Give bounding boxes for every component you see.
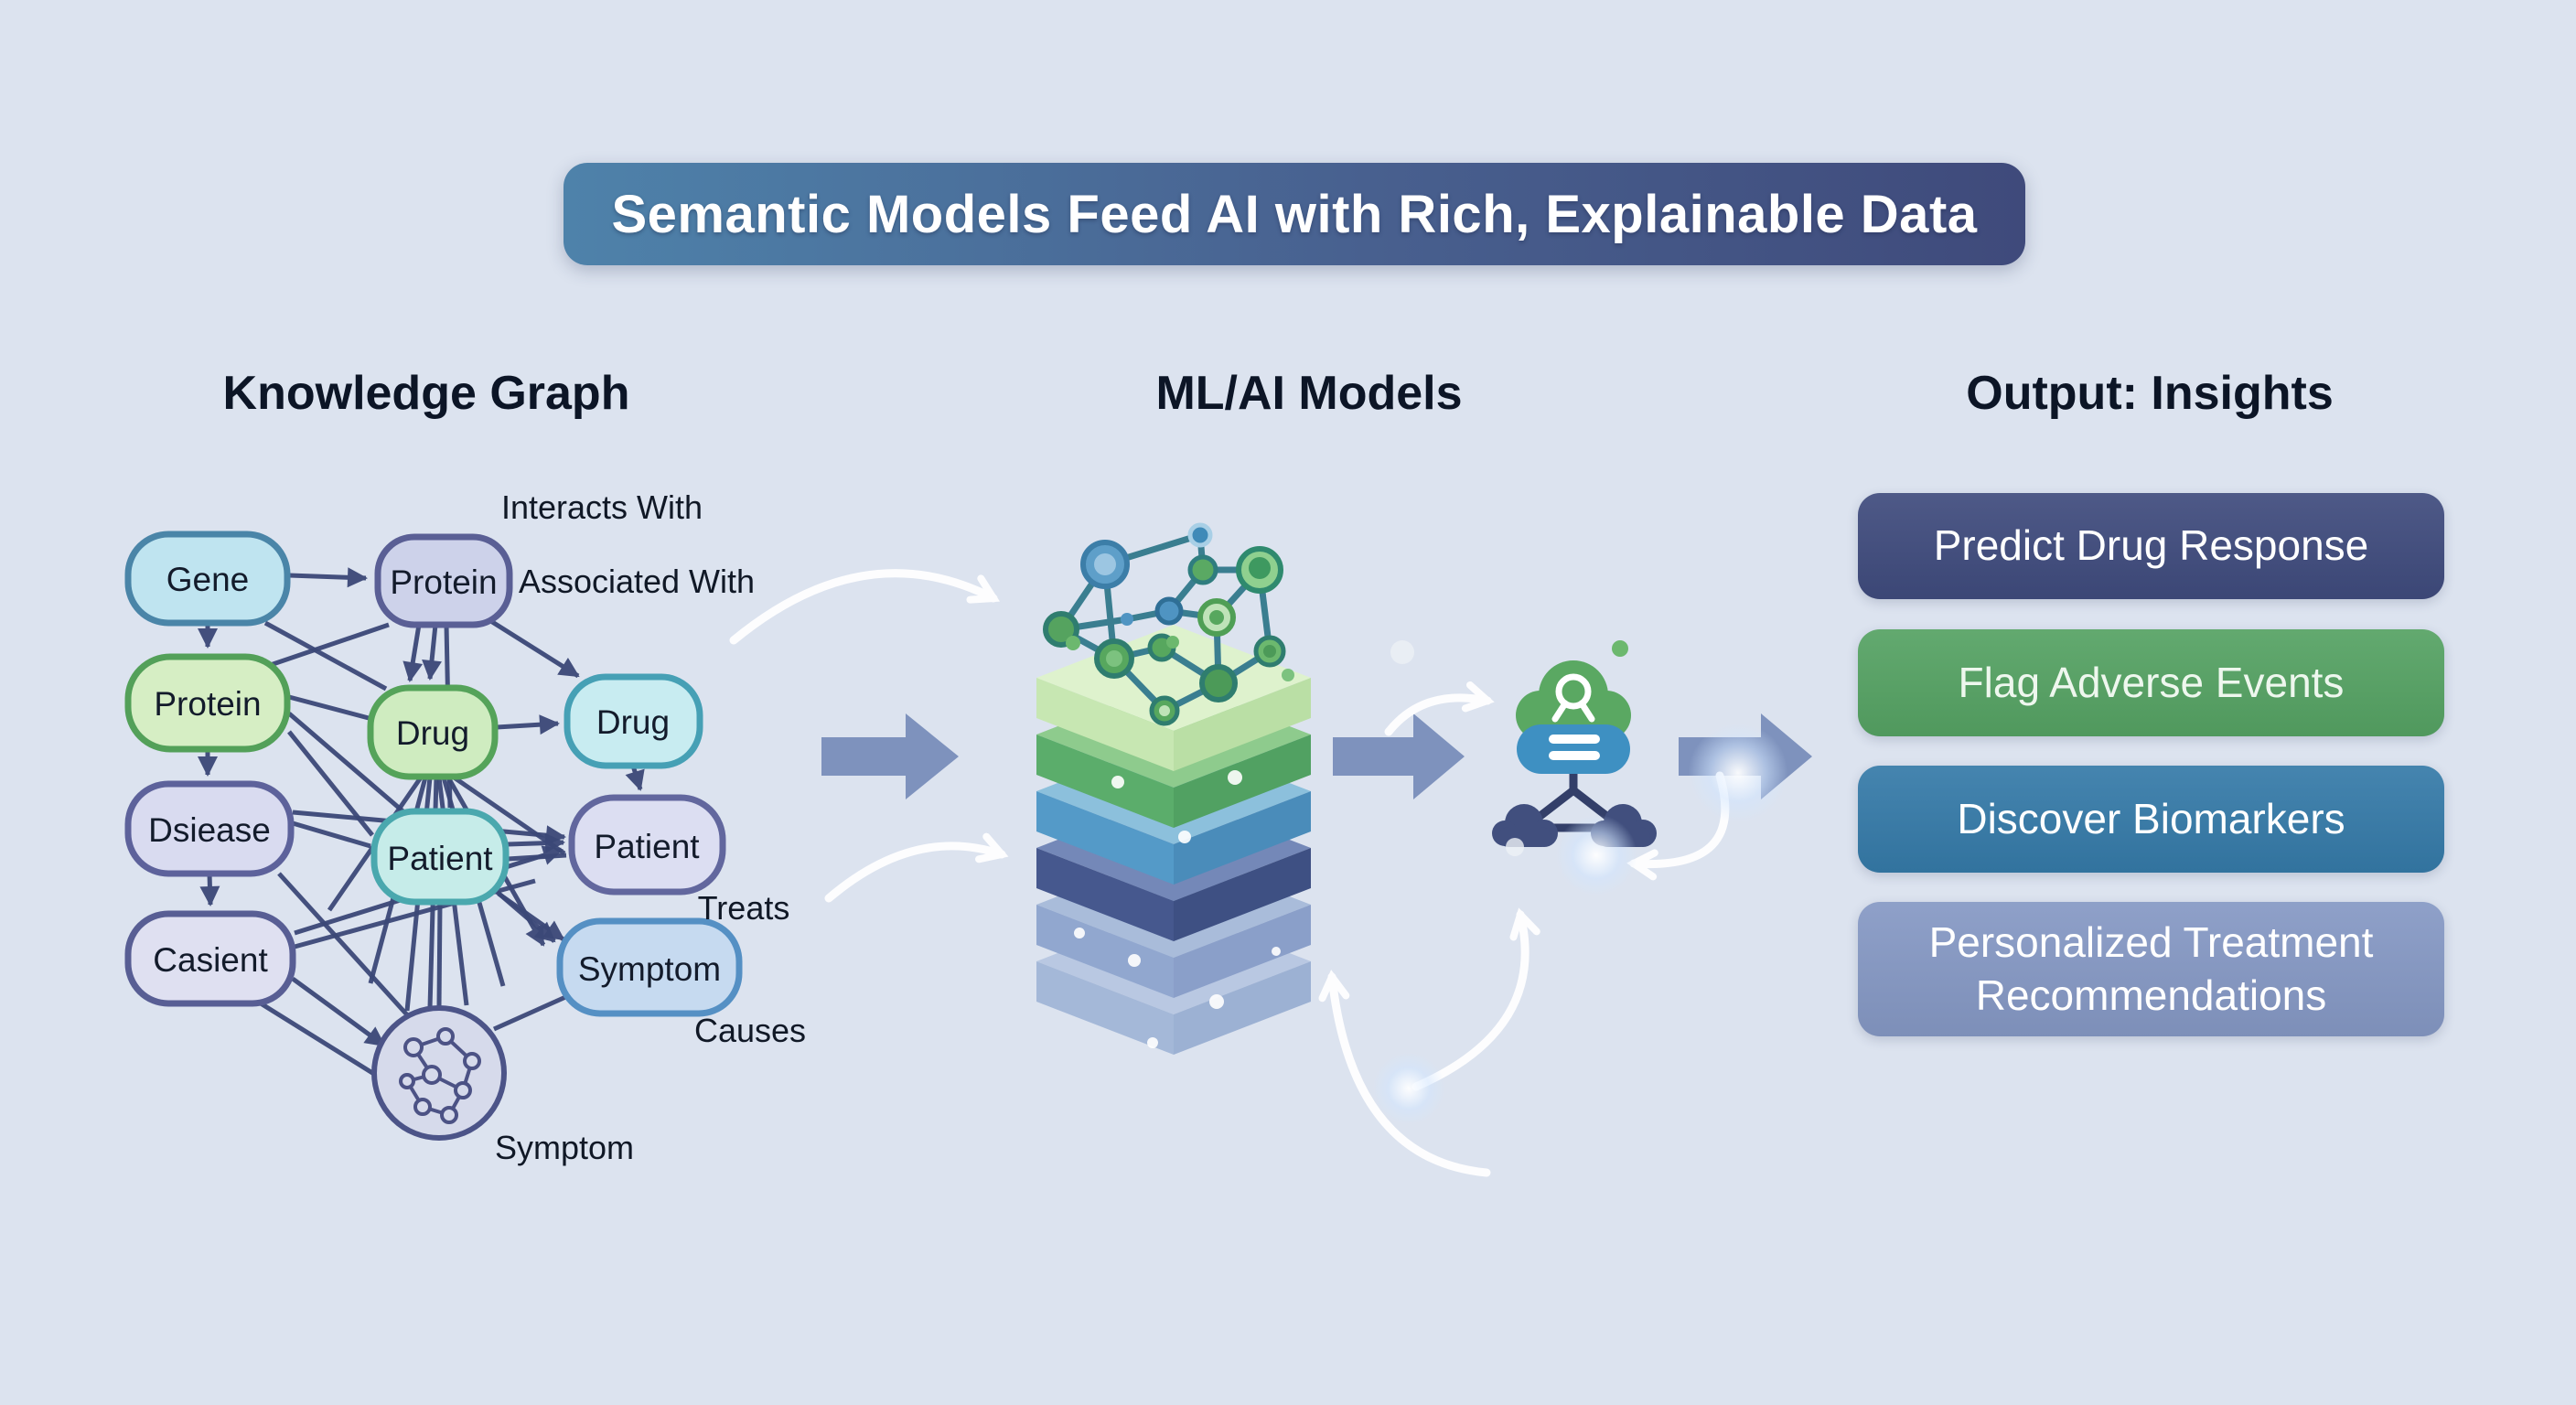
svg-text:Drug: Drug — [596, 703, 670, 741]
flow-arrow-2 — [1333, 713, 1465, 799]
kg-node-drug-right: Drug — [564, 673, 703, 769]
insight-label: Discover Biomarkers — [1957, 794, 2345, 842]
kg-node-gene: Gene — [124, 531, 291, 627]
person-icon — [1551, 673, 1595, 723]
pale-dot-2 — [1506, 838, 1524, 856]
svg-text:Patient: Patient — [387, 840, 493, 877]
green-dot — [1612, 640, 1628, 657]
kg-node-symptom: Symptom — [556, 917, 743, 1017]
label-interacts-with: Interacts With — [501, 488, 703, 526]
insight-label: Predict Drug Response — [1933, 521, 2369, 570]
svg-text:Casient: Casient — [153, 941, 268, 979]
stack-specks — [1074, 770, 1281, 1048]
heading-output-insights: Output: Insights — [1966, 367, 2334, 420]
mini-network-icon — [399, 1027, 481, 1124]
knowledge-graph: Gene Protein Protein Drug Drug Dsiease P… — [124, 488, 806, 1166]
insight-label: Flag Adverse Events — [1958, 658, 2345, 706]
title-text: Semantic Models Feed AI with Rich, Expla… — [611, 184, 1978, 244]
label-associated-with: Associated With — [519, 563, 755, 600]
pale-dot-1 — [1390, 640, 1414, 664]
svg-text:Dsiease: Dsiease — [148, 811, 271, 849]
insight-label: Personalized Treatment Recommendations — [1928, 918, 2374, 1019]
ml-stack-illustration — [1036, 522, 1311, 1055]
label-treats: Treats — [698, 889, 790, 927]
label-causes: Causes — [694, 1012, 806, 1049]
heading-ml-models: ML/AI Models — [1155, 367, 1463, 420]
kg-node-protein-top: Protein — [374, 533, 513, 628]
title-banner: Semantic Models Feed AI with Rich, Expla… — [564, 163, 2025, 265]
kg-node-casient: Casient — [124, 910, 296, 1007]
svg-text:Symptom: Symptom — [578, 950, 721, 988]
flow-arrow-1 — [821, 713, 959, 799]
insight-discover-biomarkers: Discover Biomarkers — [1858, 766, 2444, 873]
kg-node-patient-right: Patient — [568, 794, 726, 896]
svg-text:Protein: Protein — [154, 685, 261, 723]
insight-flag-adverse-events: Flag Adverse Events — [1858, 629, 2444, 736]
kg-node-patient-center: Patient — [370, 808, 510, 906]
kg-node-disease: Dsiease — [124, 780, 295, 877]
svg-text:Drug: Drug — [396, 714, 469, 752]
data-pill — [1517, 724, 1630, 774]
svg-text:Protein: Protein — [390, 563, 497, 601]
insight-personalized-treatment: Personalized Treatment Recommendations — [1858, 902, 2444, 1036]
kg-node-protein-left: Protein — [124, 653, 291, 753]
label-symptom-circle: Symptom — [495, 1129, 634, 1166]
insight-predict-drug-response: Predict Drug Response — [1858, 493, 2444, 599]
svg-text:Gene: Gene — [166, 561, 250, 598]
svg-text:Patient: Patient — [594, 828, 700, 865]
kg-node-drug-center: Drug — [367, 684, 499, 780]
heading-knowledge-graph: Knowledge Graph — [222, 367, 630, 420]
kg-node-symptom-circle — [371, 1005, 507, 1141]
stack-network — [1043, 522, 1294, 726]
